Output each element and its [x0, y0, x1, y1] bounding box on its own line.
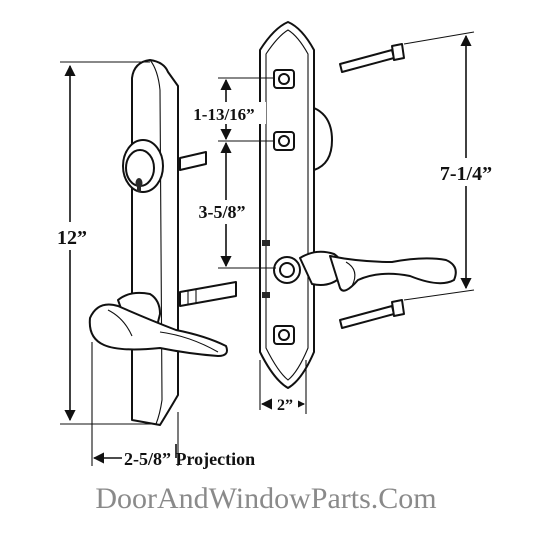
- watermark-text: DoorAndWindowParts.Com: [95, 482, 436, 515]
- mounting-screw-top: [339, 43, 405, 73]
- exterior-lever: [88, 291, 228, 357]
- deadbolt-cylinder: [122, 139, 164, 193]
- height-label: 12”: [57, 227, 87, 249]
- screw-length-label: 7-1/4”: [440, 163, 492, 185]
- width-label: 2”: [277, 397, 293, 414]
- dim-projection: 2-5/8” Projection: [91, 342, 255, 469]
- dim-screw-length: 7-1/4”: [403, 31, 502, 301]
- spindle-hub: [262, 240, 301, 298]
- interior-plate: [259, 21, 457, 389]
- dim-top-spacing: 1-13/16”: [182, 77, 274, 142]
- exterior-plate: [88, 59, 237, 426]
- screw-boss-bottom: [273, 325, 295, 345]
- middle-spacing-label: 3-5/8”: [199, 202, 246, 222]
- mounting-screw-bottom: [339, 299, 405, 329]
- dim-middle-spacing: 3-5/8”: [186, 141, 276, 269]
- top-spacing-label: 1-13/16”: [193, 105, 254, 124]
- dim-height: 12”: [50, 61, 156, 425]
- screw-boss-upper: [273, 131, 295, 151]
- dim-width: 2”: [259, 360, 307, 414]
- interior-lever: [299, 250, 457, 292]
- screw-boss-top: [273, 69, 295, 89]
- projection-label: 2-5/8” Projection: [124, 449, 255, 469]
